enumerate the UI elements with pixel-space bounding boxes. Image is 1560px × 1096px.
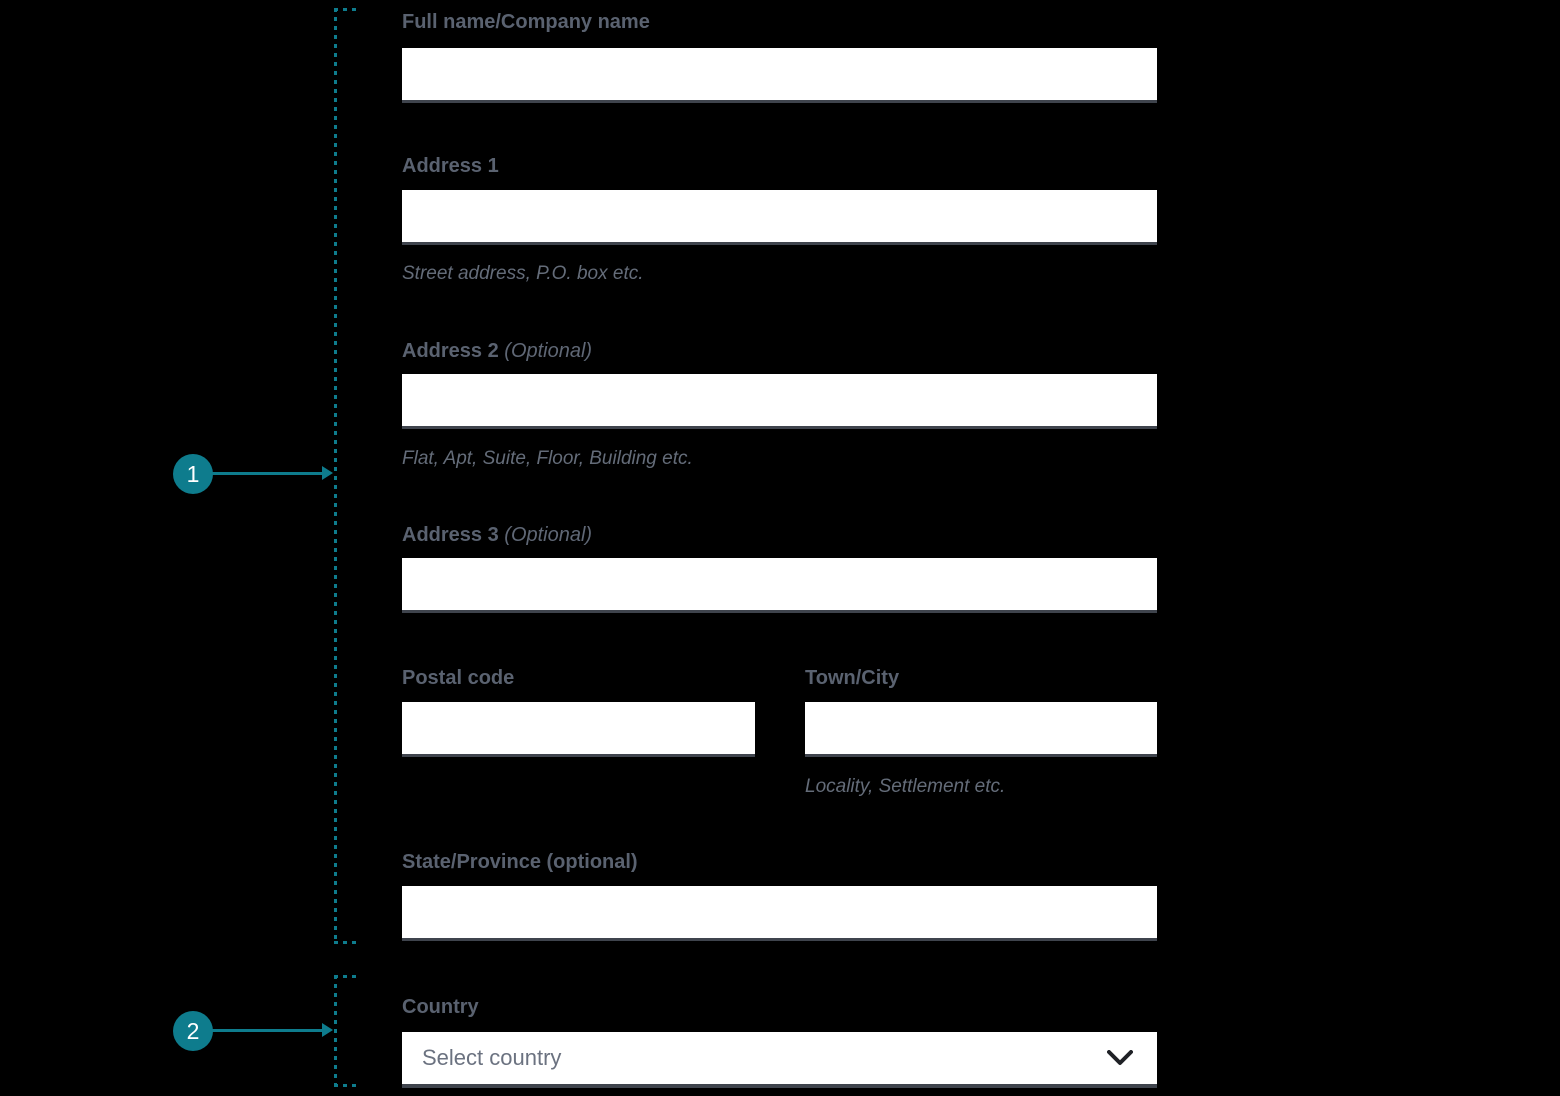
full-name-input[interactable] <box>402 48 1157 103</box>
chevron-down-icon <box>1107 1050 1133 1065</box>
address2-input[interactable] <box>402 374 1157 429</box>
country-select[interactable]: Select country <box>402 1032 1157 1088</box>
country-select-value: Select country <box>422 1045 562 1070</box>
town-city-label: Town/City <box>805 667 900 689</box>
callout-marker-2: 2 <box>173 1011 213 1051</box>
callout-arrow-1-head <box>322 466 333 480</box>
bracket-2-vertical-line <box>334 975 337 1087</box>
full-name-label: Full name/Company name <box>402 11 650 33</box>
address1-label: Address 1 <box>402 155 499 177</box>
address3-input[interactable] <box>402 558 1157 613</box>
postal-code-label: Postal code <box>402 667 515 689</box>
address2-label-text: Address 2 <box>402 340 499 362</box>
address2-helper-text: Flat, Apt, Suite, Floor, Building etc. <box>402 448 693 469</box>
bracket-2-top-tick <box>334 975 356 978</box>
callout-marker-1: 1 <box>173 454 213 494</box>
callout-marker-2-number: 2 <box>186 1017 200 1044</box>
bracket-1-vertical-line <box>334 8 337 944</box>
country-label: Country <box>402 996 479 1018</box>
address1-helper-text: Street address, P.O. box etc. <box>402 263 644 284</box>
town-city-helper-text: Locality, Settlement etc. <box>805 776 1006 797</box>
bracket-1-bottom-tick <box>334 941 356 944</box>
postal-code-input[interactable] <box>402 702 755 757</box>
callout-arrow-2-head <box>322 1023 333 1037</box>
address1-input[interactable] <box>402 190 1157 245</box>
state-province-label: State/Province (optional) <box>402 851 638 873</box>
address2-label: Address 2 (Optional) <box>402 339 592 363</box>
bracket-1-top-tick <box>334 8 356 11</box>
callout-arrow-2-line <box>211 1029 323 1032</box>
callout-arrow-1-line <box>211 472 323 475</box>
address3-label-text: Address 3 <box>402 524 499 546</box>
address2-optional-suffix: (Optional) <box>504 340 593 362</box>
address3-label: Address 3 (Optional) <box>402 523 592 547</box>
bracket-2-bottom-tick <box>334 1084 356 1087</box>
state-province-input[interactable] <box>402 886 1157 941</box>
address3-optional-suffix: (Optional) <box>504 524 593 546</box>
town-city-input[interactable] <box>805 702 1157 757</box>
callout-marker-1-number: 1 <box>186 460 200 487</box>
